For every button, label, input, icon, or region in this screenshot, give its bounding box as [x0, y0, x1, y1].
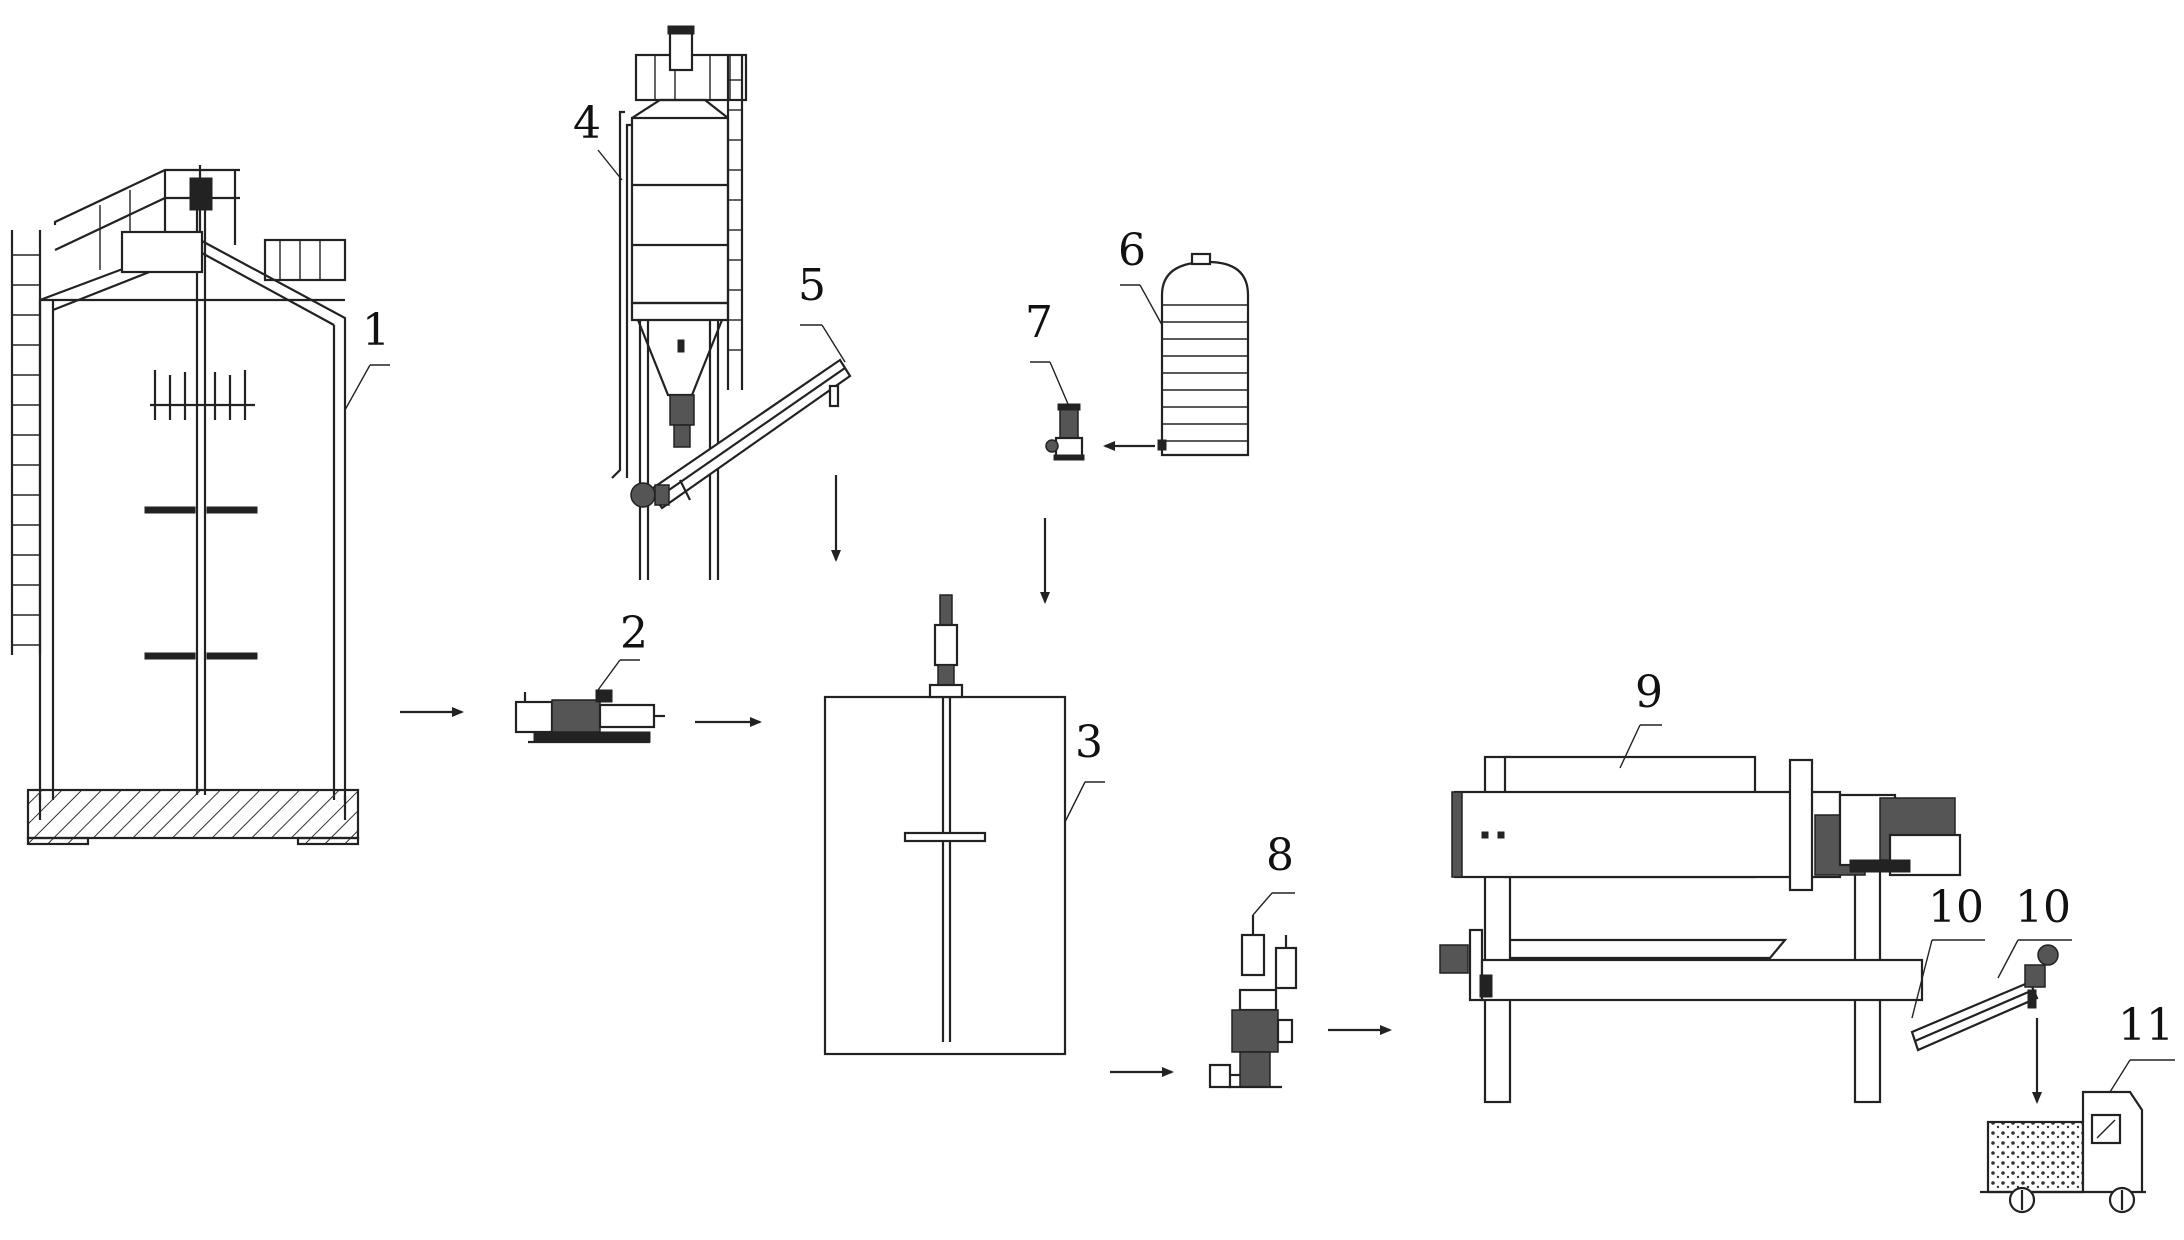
- label-10a: 10: [1928, 882, 1984, 933]
- label-2: 2: [620, 608, 648, 659]
- label-5: 5: [798, 260, 826, 311]
- label-2-leader: [597, 659, 621, 691]
- label-10b-leader: [1997, 939, 2019, 979]
- powder-silo: 4: [573, 25, 748, 580]
- truck: 11: [1980, 1000, 2175, 1214]
- label-6-leader: [1139, 284, 1163, 326]
- label-4: 4: [573, 98, 601, 149]
- label-9-leader: [1619, 724, 1641, 769]
- label-6: 6: [1118, 225, 1146, 276]
- label-1-leader: [344, 364, 371, 411]
- label-10a-leader: [1911, 939, 1933, 1019]
- storage-silo: 1: [10, 165, 390, 846]
- feed-pump: 8: [1208, 830, 1298, 1089]
- label-11: 11: [2118, 1000, 2174, 1051]
- label-3-leader: [1064, 781, 1086, 823]
- label-3: 3: [1075, 717, 1103, 768]
- water-pump: 7: [1025, 297, 1085, 461]
- label-9: 9: [1635, 667, 1663, 718]
- filter-press: 9: [1439, 667, 1962, 1104]
- silo-ladder: [10, 230, 42, 655]
- label-4-leader: [597, 149, 623, 181]
- discharge-conveyor: 10 10: [1910, 882, 2072, 1052]
- label-11-leader: [2109, 1059, 2131, 1093]
- label-10b: 10: [2015, 882, 2071, 933]
- label-7-leader: [1049, 361, 1069, 405]
- label-8-leader: [1252, 892, 1273, 916]
- mixing-tank: 3: [823, 594, 1105, 1056]
- water-tank: 6: [1118, 225, 1250, 457]
- screw-conveyor: 5: [630, 260, 852, 510]
- label-1: 1: [362, 305, 390, 356]
- transfer-pump: 2: [514, 608, 665, 744]
- label-5-leader: [821, 324, 846, 363]
- label-8: 8: [1266, 830, 1294, 881]
- silo-body: [26, 177, 360, 846]
- label-7: 7: [1025, 297, 1053, 348]
